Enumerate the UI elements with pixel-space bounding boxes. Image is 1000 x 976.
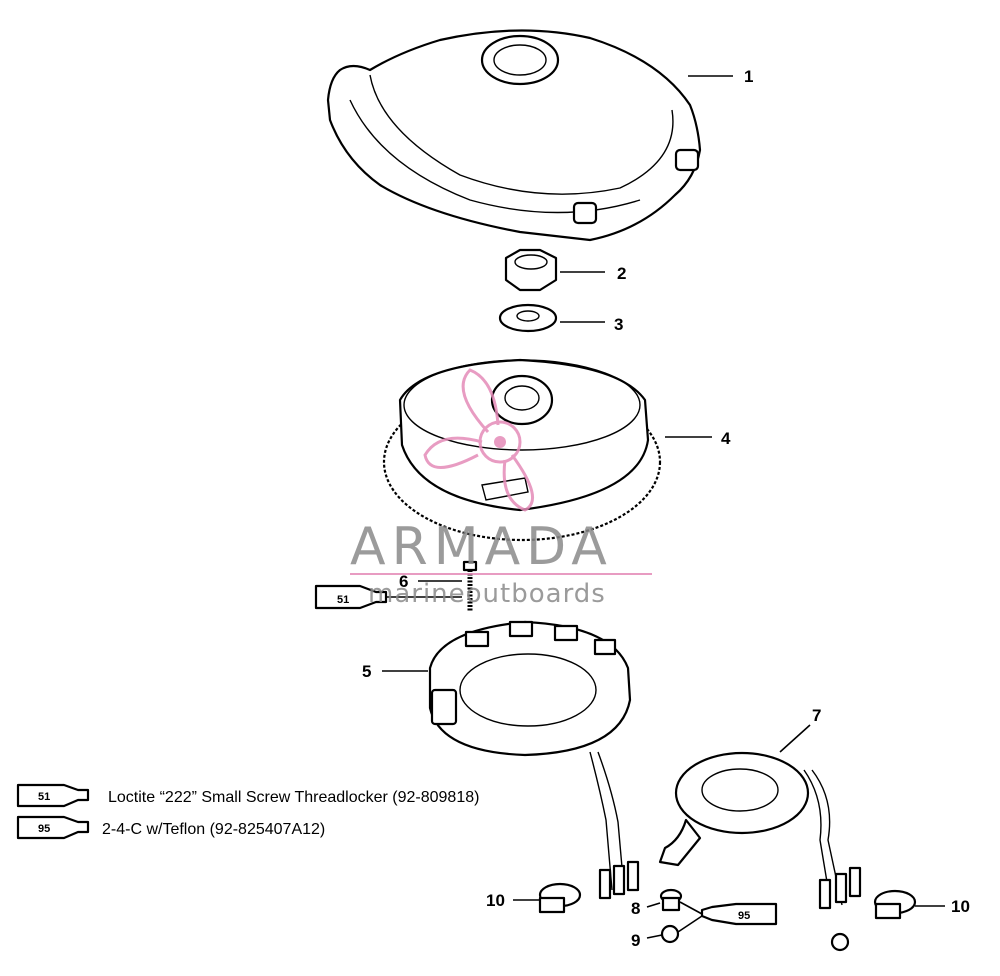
callout-1: 1 xyxy=(744,67,753,86)
bushing-and-screw: 95 xyxy=(646,888,778,944)
callout-8: 8 xyxy=(631,899,640,918)
flywheel-nut xyxy=(504,248,605,292)
stator xyxy=(382,620,640,900)
flywheel-cover xyxy=(326,29,733,242)
callout-4: 4 xyxy=(721,429,731,448)
legend-row-2: 95 2-4-C w/Teflon (92-825407A12) xyxy=(16,815,325,840)
callout-2: 2 xyxy=(617,264,626,283)
watermark-brand: ARMADA xyxy=(350,517,613,577)
legend-tube-label-1: 51 xyxy=(38,791,50,803)
callout-10-right: 10 xyxy=(951,897,970,916)
bracket-tube-label: 95 xyxy=(738,910,750,922)
stator-screw xyxy=(418,560,478,612)
legend-text-1: Loctite “222” Small Screw Threadlocker (… xyxy=(108,789,479,806)
callout-10-left: 10 xyxy=(486,891,505,910)
callout-9: 9 xyxy=(631,931,640,950)
watermark: ARMADA marineoutboards xyxy=(350,368,652,609)
screw-tube-label: 51 xyxy=(337,594,349,606)
callout-7: 7 xyxy=(812,706,821,725)
cable-clamp-right xyxy=(873,889,945,920)
flywheel-washer xyxy=(498,303,605,333)
watermark-tagline: marineoutboards xyxy=(368,579,606,609)
callout-5: 5 xyxy=(362,662,371,681)
legend-text-2: 2-4-C w/Teflon (92-825407A12) xyxy=(102,821,325,838)
callout-3: 3 xyxy=(614,315,623,334)
cable-clamp-left xyxy=(513,882,582,914)
legend-tube-label-2: 95 xyxy=(38,823,50,835)
propeller-logo-icon xyxy=(423,368,534,512)
trigger-coil xyxy=(658,724,862,952)
flywheel xyxy=(382,358,712,542)
callout-6: 6 xyxy=(399,572,408,591)
legend-row-1: 51 Loctite “222” Small Screw Threadlocke… xyxy=(16,783,479,808)
threadlocker-tube: 51 xyxy=(314,584,462,610)
